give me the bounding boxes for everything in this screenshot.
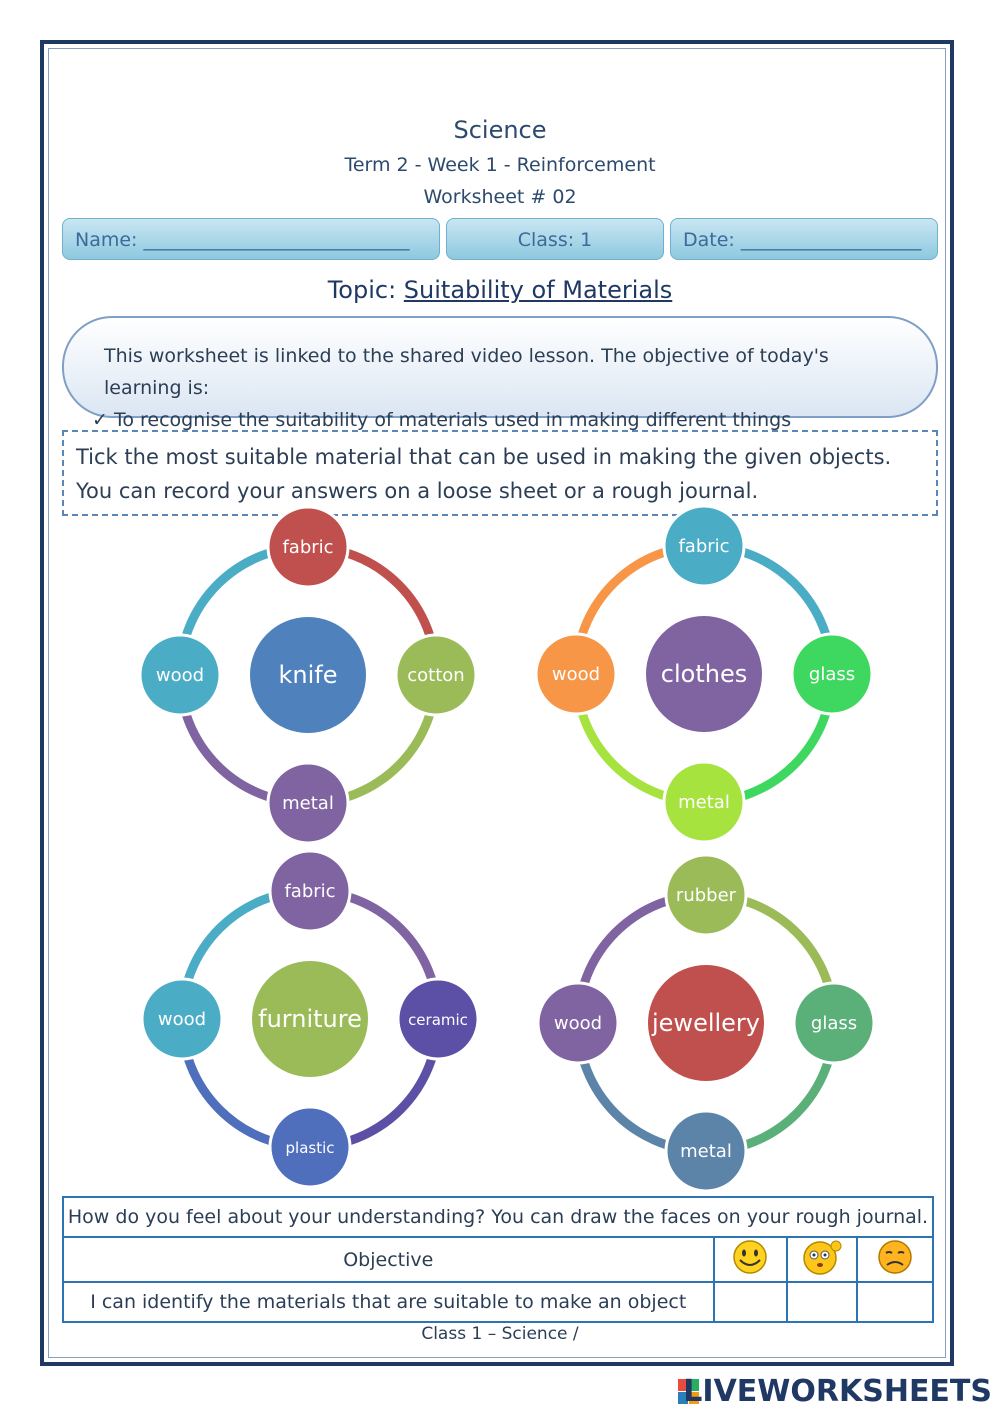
topic-label: Topic: bbox=[327, 276, 404, 304]
object-label: clothes bbox=[661, 660, 747, 688]
material-label-left: wood bbox=[554, 1013, 602, 1034]
date-field[interactable]: Date: ___________________ bbox=[670, 218, 938, 260]
material-label-right: ceramic bbox=[408, 1011, 468, 1029]
material-label-top: fabric bbox=[282, 537, 333, 558]
material-option-bottom[interactable] bbox=[266, 761, 350, 845]
material-option-right[interactable] bbox=[394, 633, 478, 717]
worksheet-number: Worksheet # 02 bbox=[423, 186, 577, 208]
confused-face-cell[interactable] bbox=[786, 1236, 859, 1283]
objective-box: This worksheet is linked to the shared v… bbox=[62, 316, 938, 431]
material-label-right: glass bbox=[811, 1013, 857, 1034]
happy-face-cell[interactable] bbox=[712, 1236, 789, 1283]
material-option-bottom[interactable] bbox=[664, 1109, 748, 1193]
material-option-top[interactable] bbox=[266, 505, 350, 589]
topic-heading: Topic: Suitability of Materials bbox=[0, 276, 1000, 304]
material-label-top: fabric bbox=[284, 881, 335, 902]
instruction-box: Tick the most suitable material that can… bbox=[62, 430, 938, 516]
material-label-left: wood bbox=[156, 665, 204, 686]
sad-face-icon bbox=[878, 1240, 912, 1274]
page-footer: Class 1 – Science / bbox=[421, 1324, 579, 1344]
material-label-top: fabric bbox=[678, 536, 729, 557]
material-label-right: glass bbox=[809, 664, 855, 685]
self-assessment-table: How do you feel about your understanding… bbox=[62, 1196, 934, 1323]
material-label-bottom: metal bbox=[282, 793, 334, 814]
material-label-bottom: plastic bbox=[286, 1139, 335, 1157]
material-label-top: rubber bbox=[676, 885, 737, 906]
object-label: knife bbox=[279, 661, 338, 689]
material-option-right[interactable] bbox=[792, 981, 876, 1065]
wheel-furniture: furniture fabric ceramic plastic wood bbox=[140, 849, 480, 1189]
objective-header: Objective bbox=[62, 1236, 715, 1283]
material-option-right[interactable] bbox=[790, 632, 874, 716]
happy-face-icon bbox=[733, 1240, 768, 1274]
class-field: Class: 1 bbox=[446, 218, 664, 260]
liveworksheets-logo-icon bbox=[678, 1379, 699, 1404]
material-label-left: wood bbox=[158, 1009, 206, 1030]
page-border bbox=[40, 40, 954, 1366]
material-option-bottom[interactable] bbox=[268, 1105, 352, 1189]
material-option-top[interactable] bbox=[662, 504, 746, 588]
confused-answer-cell[interactable] bbox=[786, 1281, 859, 1323]
happy-answer-cell[interactable] bbox=[712, 1281, 789, 1323]
objective-intro: This worksheet is linked to the shared v… bbox=[104, 345, 829, 399]
material-label-right: cotton bbox=[407, 665, 464, 686]
confused-face-icon bbox=[803, 1240, 842, 1275]
feelings-question: How do you feel about your understanding… bbox=[62, 1196, 934, 1238]
material-option-right[interactable] bbox=[396, 977, 480, 1061]
object-circle bbox=[648, 965, 764, 1081]
object-circle bbox=[646, 616, 762, 732]
brand-name: LIVEWORKSHEETS bbox=[683, 1374, 992, 1409]
topic-title: Suitability of Materials bbox=[403, 276, 673, 304]
objective-item: ✓ To recognise the suitability of materi… bbox=[92, 409, 792, 431]
wheel-clothes: clothes fabric glass metal wood bbox=[534, 504, 874, 844]
wheel-knife: knife fabric cotton metal wood bbox=[138, 505, 478, 845]
material-option-left[interactable] bbox=[536, 981, 620, 1065]
material-option-top[interactable] bbox=[268, 849, 352, 933]
term-line: Term 2 - Week 1 - Reinforcement bbox=[344, 154, 656, 176]
material-label-left: wood bbox=[552, 664, 600, 685]
material-label-bottom: metal bbox=[678, 792, 730, 813]
sad-face-cell[interactable] bbox=[856, 1236, 934, 1283]
material-wheels: knife fabric cotton metal wood clothes fabric… bbox=[138, 504, 876, 1193]
page-inner-border bbox=[48, 48, 946, 1358]
object-label: furniture bbox=[258, 1005, 362, 1033]
subject-title: Science bbox=[453, 116, 547, 144]
object-label: jewellery bbox=[651, 1009, 760, 1037]
material-option-left[interactable] bbox=[138, 633, 222, 717]
sad-answer-cell[interactable] bbox=[856, 1281, 934, 1323]
wheel-jewellery: jewellery rubber glass metal wood bbox=[536, 853, 876, 1193]
name-field[interactable]: Name: ____________________________ bbox=[62, 218, 440, 260]
object-circle bbox=[252, 961, 368, 1077]
material-option-bottom[interactable] bbox=[662, 760, 746, 844]
objective-row-text: I can identify the materials that are su… bbox=[62, 1281, 715, 1323]
material-option-left[interactable] bbox=[140, 977, 224, 1061]
material-label-bottom: metal bbox=[680, 1141, 732, 1162]
material-option-top[interactable] bbox=[664, 853, 748, 937]
object-circle bbox=[250, 617, 366, 733]
material-option-left[interactable] bbox=[534, 632, 618, 716]
